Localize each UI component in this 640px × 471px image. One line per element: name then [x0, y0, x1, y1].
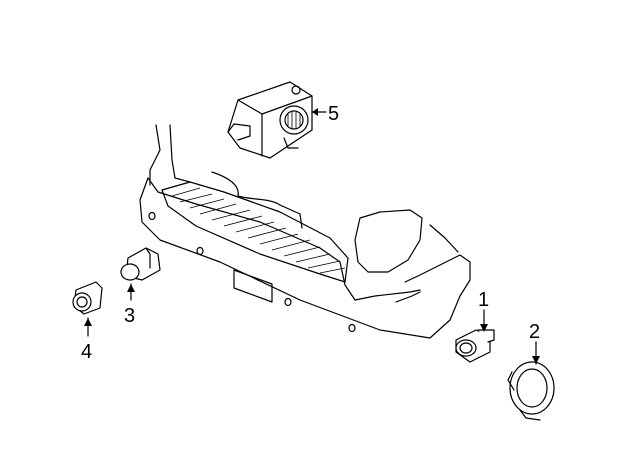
- callout-3: 3: [124, 305, 135, 327]
- parking-sensor: [455, 309, 495, 363]
- parking-aid-module: [227, 81, 327, 159]
- callout-2: 2: [529, 321, 540, 343]
- sensor-bezel: [507, 341, 555, 421]
- callout-1: 1: [478, 289, 489, 311]
- callout-4: 4: [81, 341, 92, 363]
- sensor-retainer: [72, 281, 103, 337]
- callout-5: 5: [328, 103, 339, 125]
- rear-bumper-cover: [139, 124, 471, 339]
- side-parking-sensor: [120, 247, 161, 301]
